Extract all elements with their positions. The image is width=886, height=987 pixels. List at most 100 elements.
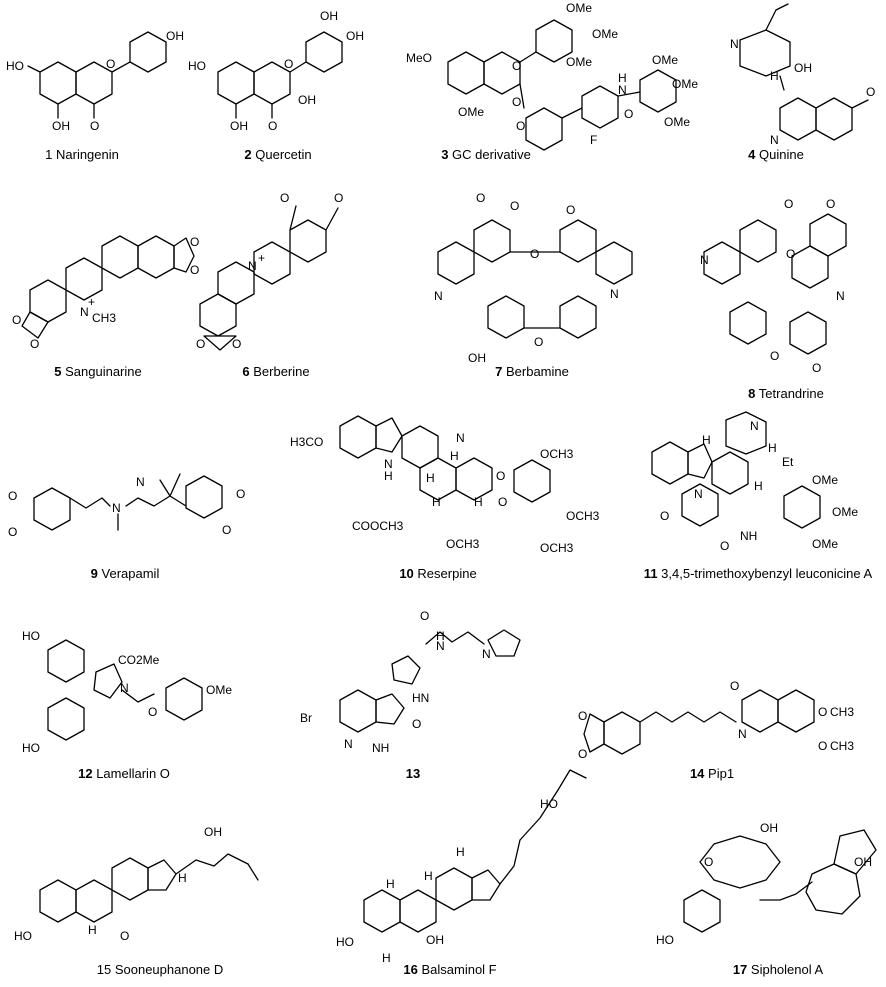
structure-compound-13: Br N NH O HN O N H N [300,609,521,755]
atom-label: O [476,191,485,205]
atom-label: OMe [664,115,690,129]
atom-label: OCH3 [540,541,574,555]
caption-4: 4 Quinine [748,147,804,162]
structure-tetrandrine: O O O N N O O [700,197,847,375]
atom-label: OCH3 [446,537,480,551]
atom-label: N [456,431,465,445]
atom-label: H [474,495,483,509]
atom-label: O [730,679,739,693]
atom-label: CH3 [830,705,854,719]
structure-gc-derivative: MeO OMe O O O OMe OMe OMe F H N O OMe OM… [406,1,698,151]
caption-1: 1 Naringenin [45,147,119,162]
caption-9: 9 Verapamil [90,566,160,581]
atom-label: OMe [566,1,592,15]
atom-label: O [826,197,835,211]
atom-label: O [412,717,421,731]
atom-label: NH [740,529,757,543]
caption-17: 17 Sipholenol A [732,962,824,977]
structure-balsaminol-f: HO H H H H OH HO [336,769,587,965]
structure-sanguinarine: O O O O N + CH3 [12,235,199,351]
atom-label: O [534,335,543,349]
atom-label: H [88,923,97,937]
atom-label: O [90,119,99,133]
atom-label: COOCH3 [352,519,404,533]
structure-naringenin: HO OH O O OH [6,29,184,133]
atom-label: H [450,449,459,463]
atom-label: HO [540,797,558,811]
atom-label: O [818,705,827,719]
atom-label: OMe [812,537,838,551]
structure-sooneuphanone-d: HO O H H OH [14,825,259,943]
atom-label: H [456,845,465,859]
atom-label: O [148,705,157,719]
atom-label: N [694,487,703,501]
caption-6: 6 Berberine [242,364,310,379]
atom-label: O [578,747,587,761]
atom-label: N [344,737,353,751]
atom-label: F [590,133,597,147]
atom-label: O [280,191,289,205]
atom-label: + [88,295,95,309]
structure-quercetin: HO OH O OH O OH OH [188,9,364,133]
atom-label: O [106,57,115,71]
atom-label: N [836,289,845,303]
caption-15: 15 Sooneuphanone D [96,962,224,977]
atom-label: OH [854,855,872,869]
atom-label: O [818,739,827,753]
structure-quinine: N H OH N O [730,3,875,147]
caption-8: 8 Tetrandrine [748,386,824,401]
atom-label: N [750,419,759,433]
atom-label: O [12,313,21,327]
atom-label: O [704,855,713,869]
atom-label: HO [188,59,206,73]
atom-label: HO [336,935,354,949]
atom-label: N [436,639,445,653]
atom-label: O [196,337,205,351]
structure-leuconicine: N H H Et H N O O NH OMe OMe OMe [651,411,858,553]
atom-label: OMe [672,77,698,91]
atom-label: O [8,525,17,539]
structure-sipholenol-a: O OH HO OH [656,821,877,947]
atom-label: OMe [206,683,232,697]
atom-label: OH [230,119,248,133]
atom-label: N [384,457,393,471]
atom-label: OMe [458,105,484,119]
atom-label: OH [468,351,486,365]
atom-label: O [812,361,821,375]
atom-label: H [384,469,393,483]
atom-label: O [190,235,199,249]
atom-label: O [268,119,277,133]
atom-label: MeO [406,51,432,65]
atom-label: O [720,539,729,553]
atom-label: H [436,629,445,643]
atom-label: O [784,197,793,211]
atom-label: HO [22,629,40,643]
atom-label: H [754,479,763,493]
atom-label: O [624,107,633,121]
atom-label: Br [300,711,312,725]
atom-label: H [702,433,711,447]
caption-13: 13 [405,766,421,781]
atom-label: H [770,69,779,83]
atom-label: O [510,199,519,213]
atom-label: OCH3 [566,509,600,523]
atom-label: Et [782,455,794,469]
atom-label: O [512,95,521,109]
atom-label: HO [22,741,40,755]
atom-label: N [80,305,89,319]
caption-2: 2 Quercetin [244,147,312,162]
atom-label: O [30,337,39,351]
atom-label: H3CO [290,435,323,449]
structure-berberine: O O N + O O [196,191,343,351]
caption-3: 3 GC derivative [441,147,531,162]
caption-11: 11 3,4,5-trimethoxybenzyl leuconicine A [643,566,873,581]
atom-label: O [866,85,875,99]
atom-label: N [610,287,619,301]
atom-label: N [434,289,443,303]
atom-label: OH [346,29,364,43]
atom-label: OMe [812,473,838,487]
atom-label: N [120,681,129,695]
atom-label: O [498,495,507,509]
atom-label: O [786,247,795,261]
structure-lamellarin-o: HO HO CO2Me N O OMe [22,629,232,755]
